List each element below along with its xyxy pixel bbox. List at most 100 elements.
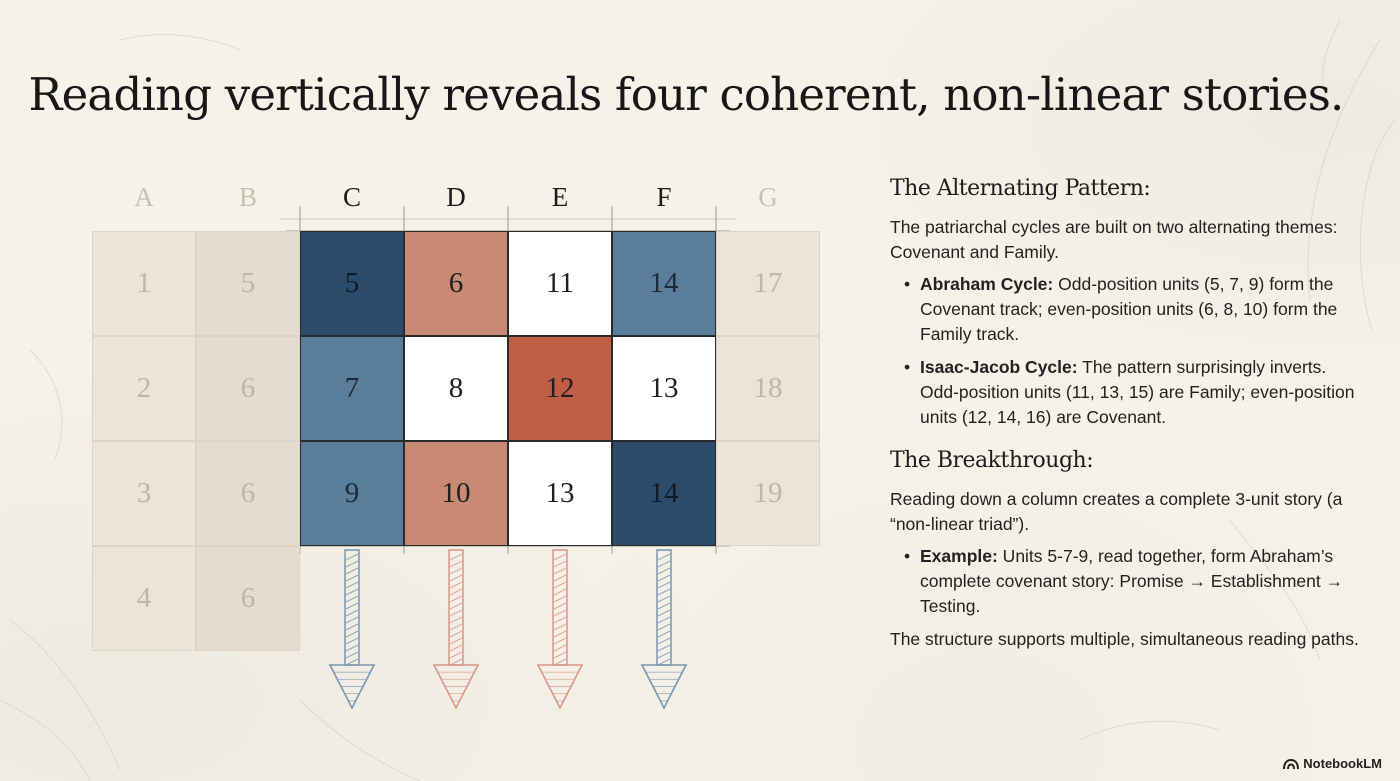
column-header-g: G xyxy=(758,182,778,212)
grid-cell-b1: 5 xyxy=(196,231,300,336)
list-item-isaac-jacob-cycle: • Isaac-Jacob Cycle: The pattern surpris… xyxy=(904,355,1360,430)
closing-note: The structure supports multiple, simulta… xyxy=(890,629,1359,649)
arrow-hatch xyxy=(449,630,463,638)
section-gap xyxy=(890,438,1360,448)
arrow-hatch xyxy=(657,658,671,666)
arrow-hatch xyxy=(345,560,359,568)
breakthrough-intro: Reading down a column creates a complete… xyxy=(890,489,1343,534)
column-header-f: F xyxy=(656,182,672,212)
arrow-hatch xyxy=(657,609,671,617)
arrow-hatch xyxy=(553,581,567,589)
arrow-hatch xyxy=(657,637,671,645)
grid-cell-c1: 5 xyxy=(300,231,404,336)
arrow-hatch xyxy=(345,588,359,596)
slide-title: Reading vertically reveals four coherent… xyxy=(28,68,1345,121)
arrow-hatch xyxy=(657,588,671,596)
brand-badge: NotebookLM xyxy=(1283,756,1382,771)
arrow-hatch xyxy=(553,560,567,568)
arrow-hatch xyxy=(345,553,359,561)
column-header-b: B xyxy=(238,182,257,212)
item-term: Example: xyxy=(920,546,998,566)
arrow-hatch xyxy=(345,651,359,659)
column-header-d: D xyxy=(446,182,466,212)
bullet-icon: • xyxy=(904,357,911,377)
breakthrough-heading: The Breakthrough: xyxy=(890,448,1094,473)
down-arrow-c xyxy=(328,549,376,710)
notebooklm-logo-icon xyxy=(1283,758,1300,769)
grid-cell-a2: 2 xyxy=(92,336,196,441)
arrow-hatch xyxy=(657,567,671,575)
arrow-hatch xyxy=(657,574,671,582)
arrow-hatch xyxy=(657,630,671,638)
arrow-hatch xyxy=(449,637,463,645)
arrow-hatch xyxy=(345,567,359,575)
grid-cell-c3: 9 xyxy=(300,441,404,546)
grid-cell-g2: 18 xyxy=(716,336,820,441)
arrow-hatch xyxy=(657,560,671,568)
grid-cell-b3: 6 xyxy=(196,441,300,546)
grid-cell-d1: 6 xyxy=(404,231,508,336)
column-header-e: E xyxy=(551,182,569,212)
down-arrow-d xyxy=(432,549,480,710)
item-term: Abraham Cycle: xyxy=(920,274,1054,294)
arrow-hatch xyxy=(553,567,567,575)
pattern-list: • Abraham Cycle: Odd-position units (5, … xyxy=(890,272,1360,430)
arrow-hatch xyxy=(345,581,359,589)
arrow-hatch xyxy=(553,651,567,659)
grid-cell-a3: 3 xyxy=(92,441,196,546)
arrow-hatch xyxy=(657,644,671,652)
pattern-intro: The patriarchal cycles are built on two … xyxy=(890,217,1338,262)
grid-cell-g3: 19 xyxy=(716,441,820,546)
arrow-hatch xyxy=(345,595,359,603)
arrow-hatch xyxy=(345,637,359,645)
arrow-hatch xyxy=(553,658,567,666)
arrow-hatch xyxy=(553,609,567,617)
grid-cell-d2: 8 xyxy=(404,336,508,441)
arrow-hatch xyxy=(657,581,671,589)
grid-cell-f3: 14 xyxy=(612,441,716,546)
arrow-hatch xyxy=(449,588,463,596)
arrow-hatch xyxy=(553,553,567,561)
grid-cell-a4: 4 xyxy=(92,546,196,651)
arrow-hatch xyxy=(345,630,359,638)
arrow-hatch xyxy=(449,560,463,568)
arrow-hatch xyxy=(553,623,567,631)
list-item-example: • Example: Units 5-7-9, read together, f… xyxy=(904,544,1360,619)
grid-cell-e2: 12 xyxy=(508,336,612,441)
grid-cell-f1: 14 xyxy=(612,231,716,336)
grid-cell-d3: 10 xyxy=(404,441,508,546)
arrow-hatch xyxy=(553,588,567,596)
column-header-c: C xyxy=(342,182,361,212)
grid-cell-f2: 13 xyxy=(612,336,716,441)
arrow-hatch xyxy=(449,651,463,659)
arrow-hatch xyxy=(553,602,567,610)
arrow-hatch xyxy=(449,616,463,624)
arrow-hatch xyxy=(449,602,463,610)
brand-label: NotebookLM xyxy=(1303,756,1382,771)
grid-cell-b4: 6 xyxy=(196,546,300,651)
pattern-heading: The Alternating Pattern: xyxy=(890,176,1151,201)
grid-cell-a1: 1 xyxy=(92,231,196,336)
explanation-panel: The Alternating Pattern: The patriarchal… xyxy=(890,176,1360,659)
arrow-hatch xyxy=(449,644,463,652)
arrow-hatch xyxy=(345,602,359,610)
item-text: Units 5-7-9, read together, form Abraham… xyxy=(920,546,1344,616)
arrow-hatch xyxy=(553,595,567,603)
arrow-hatch xyxy=(657,651,671,659)
arrow-hatch xyxy=(449,609,463,617)
item-text: The pattern surprisingly inverts. Odd-po… xyxy=(920,357,1355,427)
grid-cell-b2: 6 xyxy=(196,336,300,441)
arrow-hatch xyxy=(449,658,463,666)
arrow-hatch xyxy=(345,658,359,666)
arrow-hatch xyxy=(345,644,359,652)
arrow-hatch xyxy=(449,595,463,603)
item-text: Odd-position units (5, 7, 9) form the Co… xyxy=(920,274,1338,344)
arrow-hatch xyxy=(553,644,567,652)
down-arrow-f xyxy=(640,549,688,710)
arrow-hatch xyxy=(657,616,671,624)
arrow-hatch xyxy=(657,602,671,610)
arrow-hatch xyxy=(553,637,567,645)
grid-cell-c2: 7 xyxy=(300,336,404,441)
arrow-hatch xyxy=(449,623,463,631)
